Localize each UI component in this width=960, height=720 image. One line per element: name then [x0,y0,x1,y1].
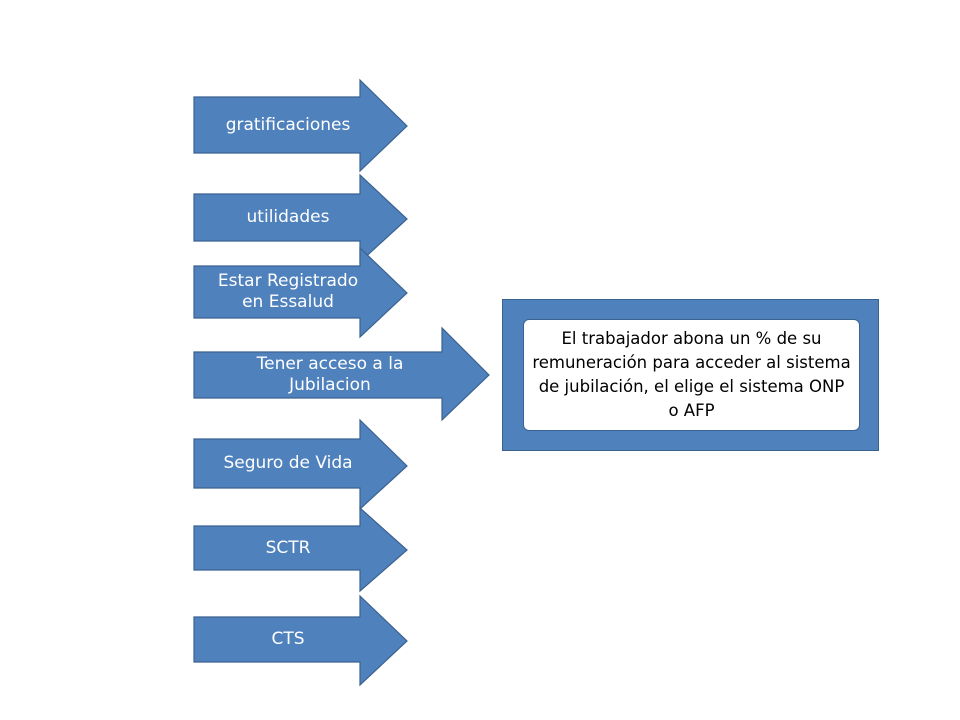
arrow-essalud: Estar Registrado en Essalud [193,246,408,339]
arrow-gratificaciones-shape [193,78,408,173]
arrow-sctr: SCTR [193,506,408,593]
info-box: El trabajador abona un % de su remunerac… [502,299,879,451]
arrow-jubilacion-label: Tener acceso a la Jubilacion [256,354,404,395]
info-box-text: El trabajador abona un % de su remunerac… [523,319,860,431]
arrow-seguro-vida: Seguro de Vida [193,418,408,511]
arrow-gratificaciones: gratificaciones [193,78,408,173]
arrow-utilidades-shape [193,173,408,264]
arrow-utilidades-label: utilidades [246,207,330,227]
arrow-sctr-shape [193,506,408,593]
arrow-seguro-vida-shape [193,418,408,511]
arrow-sctr-label: SCTR [265,537,311,558]
arrow-utilidades: utilidades [193,173,408,264]
arrow-seguro-vida-label: Seguro de Vida [223,453,353,473]
arrow-essalud-shape [193,246,408,339]
arrow-cts: CTS [193,594,408,687]
arrow-essalud-label: Estar Registrado en Essalud [217,271,359,312]
arrow-jubilacion-shape [193,326,490,422]
arrow-gratificaciones-label: gratificaciones [225,114,351,135]
arrow-cts-label: CTS [271,629,305,649]
arrow-jubilacion: Tener acceso a la Jubilacion [193,326,490,422]
arrow-cts-shape [193,594,408,687]
